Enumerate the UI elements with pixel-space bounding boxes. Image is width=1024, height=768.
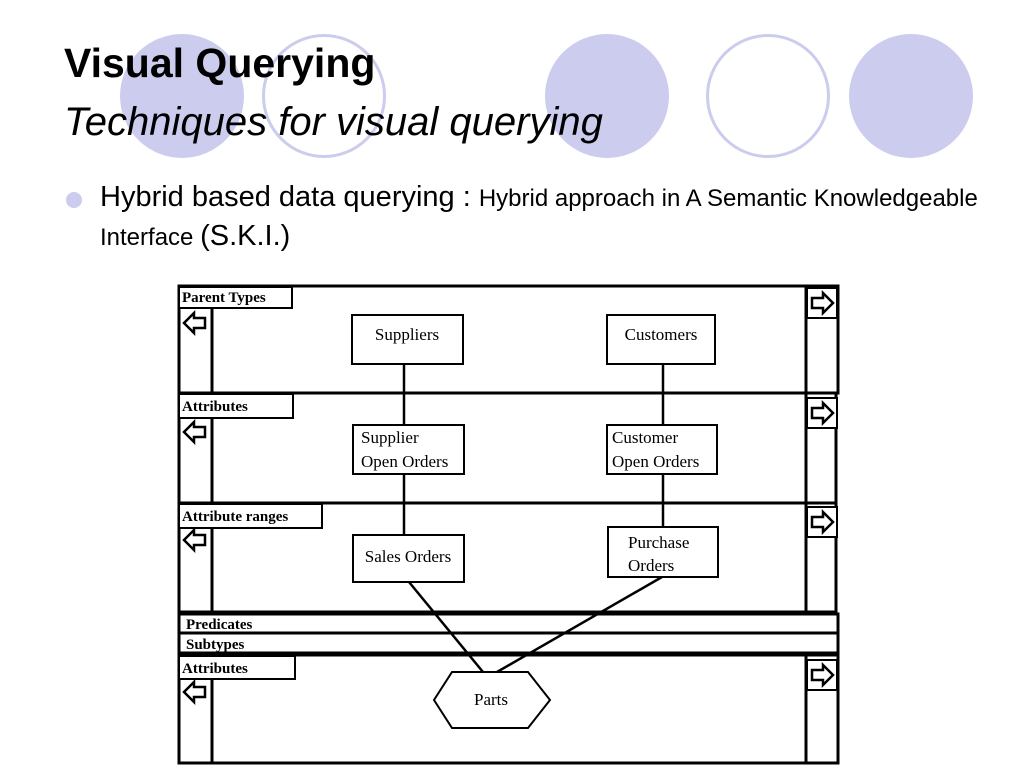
bullet-dot-icon xyxy=(66,192,82,208)
arrow-right-icon[interactable] xyxy=(806,287,838,319)
node-sales-orders-label: Sales Orders xyxy=(365,547,451,566)
bullet-abbreviation: (S.K.I.) xyxy=(200,220,291,252)
band-label-subtypes: Subtypes xyxy=(186,637,245,653)
band-label-parent-types: Parent Types xyxy=(182,290,266,306)
band-label-box xyxy=(178,286,293,309)
arrow-left-icon[interactable] xyxy=(182,418,207,446)
connector-line xyxy=(408,581,484,673)
decorative-circle-filled xyxy=(545,34,669,158)
slide-title: Visual Querying xyxy=(64,40,376,86)
band-label-predicates: Predicates xyxy=(186,617,253,633)
node-customer-open-orders[interactable] xyxy=(606,424,718,475)
band-label-attributes-lower: Attributes xyxy=(182,661,248,677)
node-purchase-orders-label: Orders xyxy=(628,556,674,575)
bullet-item: Hybrid based data querying : Hybrid appr… xyxy=(100,180,980,258)
arrow-left-icon[interactable] xyxy=(182,309,207,337)
node-purchase-orders-label: Purchase xyxy=(628,533,689,552)
band-frame-attribute-ranges xyxy=(177,501,838,614)
band-label-box xyxy=(178,655,296,680)
node-parts[interactable] xyxy=(432,671,552,729)
arrow-right-icon[interactable] xyxy=(806,659,838,691)
bullet-description: Hybrid approach in A Semantic Knowledgea… xyxy=(100,185,978,251)
arrow-left-icon[interactable] xyxy=(182,526,207,554)
node-sales-orders[interactable] xyxy=(352,534,465,583)
bullet-lead: Hybrid based data querying : xyxy=(100,181,479,213)
decorative-circle-filled xyxy=(849,34,973,158)
band-label-box xyxy=(178,393,294,419)
node-suppliers-label: Suppliers xyxy=(375,325,439,344)
node-parts-label: Parts xyxy=(474,690,508,709)
node-purchase-orders[interactable] xyxy=(607,526,719,578)
band-label-attribute-ranges: Attribute ranges xyxy=(182,509,288,525)
band-frame-subtypes xyxy=(177,631,840,655)
band-label-attributes: Attributes xyxy=(182,399,248,415)
node-supplier-open-orders[interactable] xyxy=(352,424,465,475)
band-frame-attributes-lower xyxy=(177,653,840,765)
band-label-box xyxy=(178,503,323,529)
node-supplier-open-orders-label: Supplier xyxy=(361,428,419,447)
node-customers-label: Customers xyxy=(625,325,698,344)
node-customer-open-orders-label: Customer xyxy=(612,428,678,447)
decorative-circle-filled xyxy=(120,34,244,158)
arrow-right-icon[interactable] xyxy=(806,397,838,429)
band-frame-predicates xyxy=(177,612,840,635)
decorative-circle-ring xyxy=(706,34,830,158)
arrow-left-icon[interactable] xyxy=(182,678,207,706)
arrow-right-icon[interactable] xyxy=(806,506,838,538)
decorative-circle-ring xyxy=(262,34,386,158)
node-customers[interactable] xyxy=(606,314,716,365)
connector-line xyxy=(496,575,663,674)
node-customer-open-orders-label: Open Orders xyxy=(612,452,699,471)
node-suppliers[interactable] xyxy=(351,314,464,365)
slide-subtitle: Techniques for visual querying xyxy=(64,100,603,144)
node-supplier-open-orders-label: Open Orders xyxy=(361,452,448,471)
